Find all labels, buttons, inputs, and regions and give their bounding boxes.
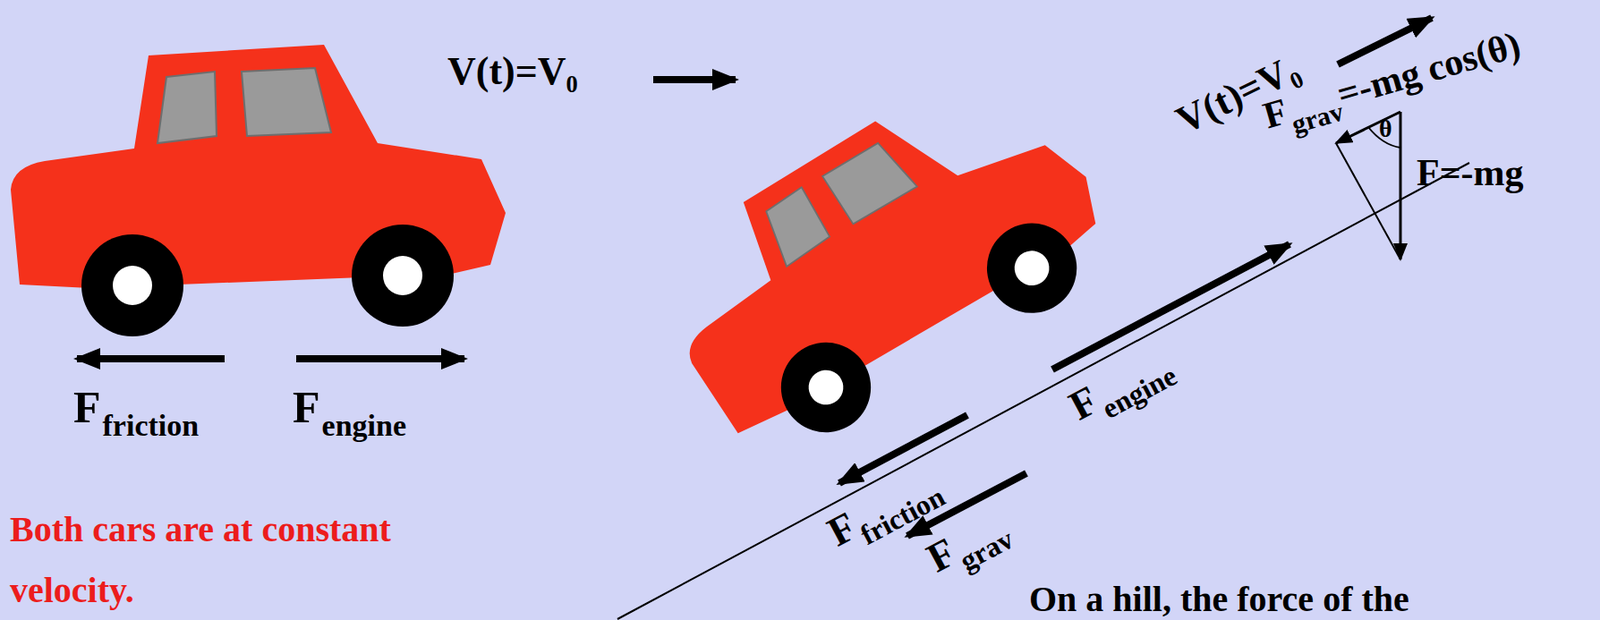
- label-group: Fengine: [292, 384, 407, 430]
- label-group: θ: [1378, 116, 1393, 142]
- force-label: F: [73, 384, 102, 430]
- subscript-label: grav: [1288, 97, 1346, 138]
- velocity-arrow: [653, 76, 736, 84]
- label-group: Ffriction: [73, 384, 199, 430]
- force-label: =-mg cos(θ): [1333, 25, 1525, 113]
- force-label: F: [292, 384, 321, 430]
- force-label: F: [1063, 379, 1105, 428]
- label-group: velocity.: [9, 572, 135, 609]
- label-group: F=-mg: [1416, 153, 1524, 192]
- weight-vector: [1399, 111, 1403, 260]
- subscript-label: friction: [102, 410, 200, 442]
- subscript-label: engine: [322, 410, 407, 442]
- force-label: F=-mg: [1416, 153, 1524, 192]
- friction-arrow: [839, 415, 968, 484]
- force-label: On a hill, the force of the: [1029, 581, 1410, 618]
- car-flat: [10, 44, 506, 337]
- force-label: F: [821, 505, 863, 554]
- subscript-label: engine: [1097, 361, 1183, 425]
- force-label: Both cars are at constant: [9, 511, 392, 548]
- engine-arrow: [1052, 244, 1290, 370]
- force-label: F: [1259, 92, 1292, 135]
- incline-line: [617, 162, 1470, 620]
- subscript-label: grav: [955, 524, 1019, 576]
- engine-arrow: [296, 355, 465, 363]
- label-group: Fgrav: [920, 504, 1013, 580]
- force-label: F: [920, 531, 962, 580]
- car-hill: [631, 46, 1137, 478]
- force-label: velocity.: [9, 572, 135, 609]
- label-group: V(t)=V₀: [447, 51, 579, 92]
- force-label: θ: [1378, 116, 1393, 142]
- force-label: V(t)=V₀: [447, 51, 579, 92]
- friction-arrow: [76, 355, 225, 363]
- label-group: On a hill, the force of the: [1029, 581, 1410, 618]
- label-group: Both cars are at constant: [9, 511, 392, 548]
- triangle-side: [1336, 143, 1401, 260]
